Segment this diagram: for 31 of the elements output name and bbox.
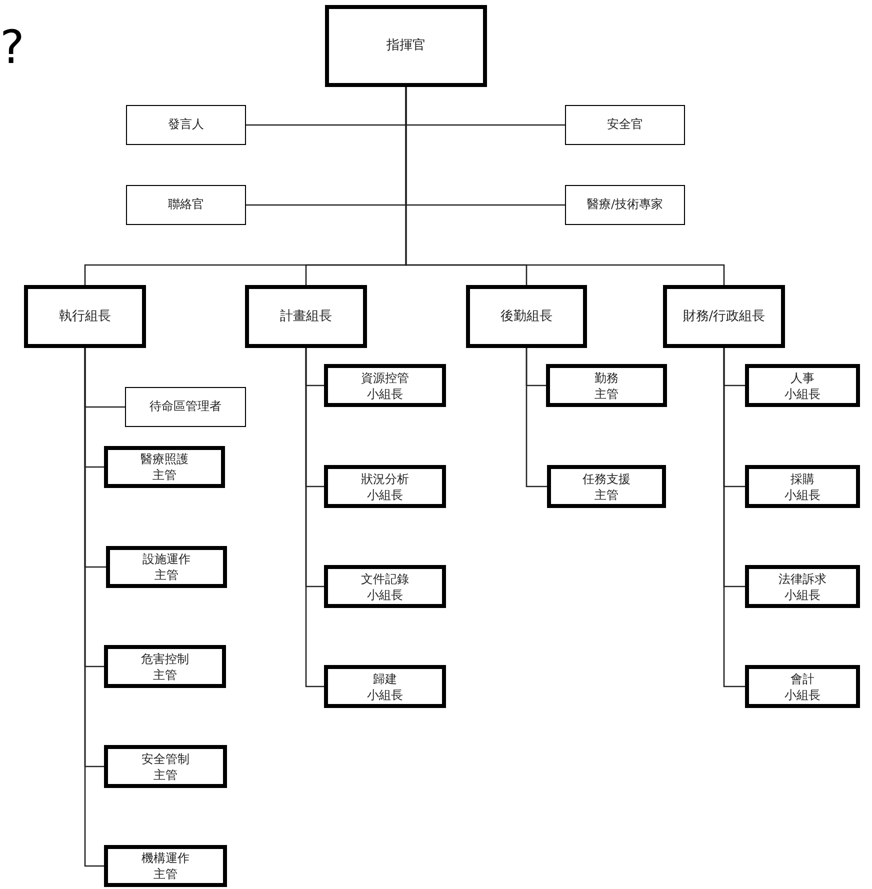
- role-box: 機構運作主管: [104, 845, 227, 887]
- role-box: 會計小組長: [745, 665, 860, 708]
- role-box: 後勤組長: [466, 285, 587, 348]
- role-box: 安全官: [565, 105, 685, 145]
- role-box: 安全管制主管: [104, 745, 227, 788]
- role-box: 危害控制主管: [104, 645, 226, 688]
- role-box: 指揮官: [325, 5, 487, 87]
- role-box: 醫療/技術專家: [565, 185, 685, 225]
- connector-line: [84, 348, 104, 867]
- role-box: 資源控管小組長: [324, 364, 446, 407]
- role-box: 財務/行政組長: [663, 285, 785, 348]
- role-box: 採購小組長: [745, 465, 860, 508]
- role-box: 任務支援主管: [547, 465, 666, 508]
- role-box: 設施運作主管: [106, 546, 227, 588]
- role-box: 聯絡官: [126, 185, 246, 225]
- connector-line: [305, 348, 324, 688]
- connector-line: [405, 87, 725, 285]
- connector-line: [526, 348, 547, 488]
- heading-text: ?: [0, 22, 24, 72]
- role-box: 法律訴求小組長: [745, 565, 860, 608]
- role-box: 發言人: [126, 105, 246, 145]
- role-box: 待命區管理者: [125, 387, 246, 427]
- role-box: 歸建小組長: [324, 665, 446, 708]
- role-box: 執行組長: [24, 285, 146, 348]
- connector-line: [723, 348, 745, 688]
- role-box: 勤務主管: [546, 364, 667, 407]
- role-box: 醫療照護主管: [104, 446, 225, 488]
- role-box: 計畫組長: [245, 285, 367, 348]
- role-box: 人事小組長: [745, 364, 860, 407]
- role-box: 文件記錄小組長: [324, 565, 446, 608]
- role-box: 狀況分析小組長: [324, 465, 446, 508]
